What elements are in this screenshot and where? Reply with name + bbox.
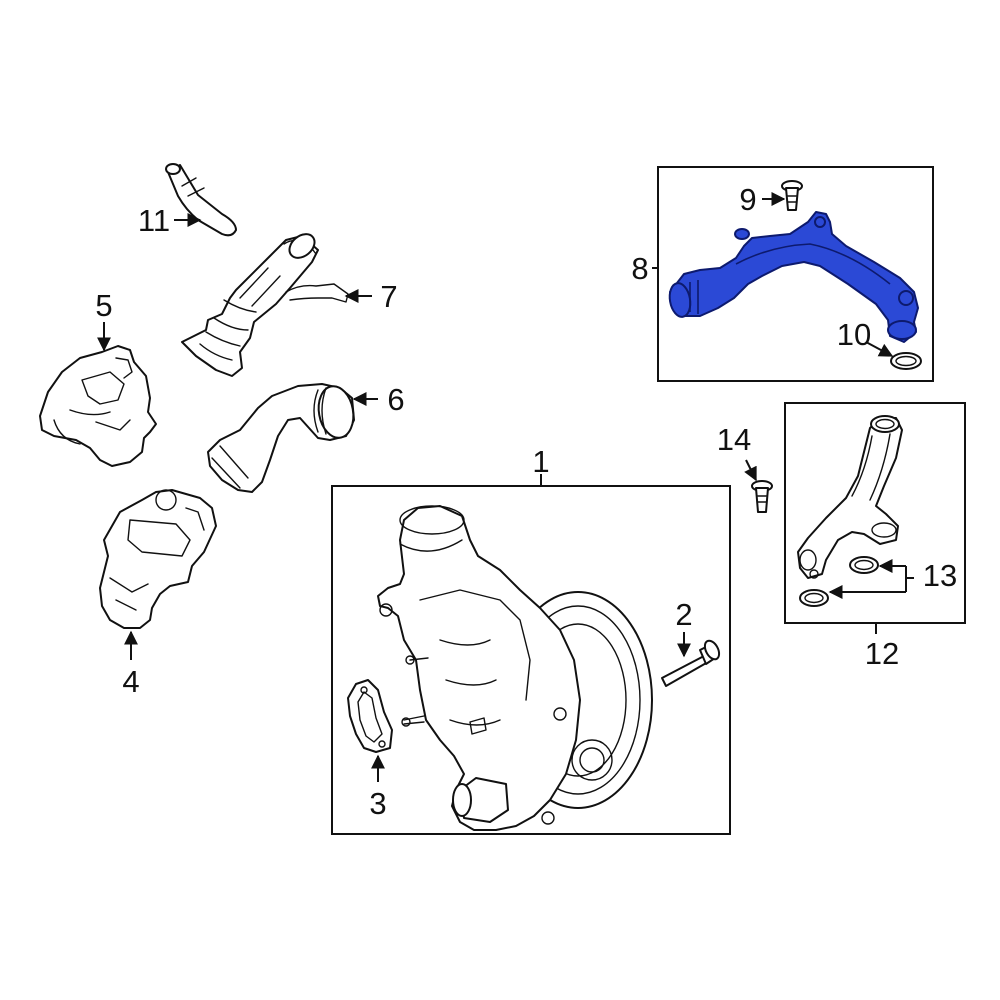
frame-part-1	[331, 485, 731, 835]
callout-5: 5	[95, 288, 112, 323]
callout-6: 6	[387, 382, 404, 417]
part-6-elbow-hose[interactable]	[207, 383, 357, 493]
callout-13: 13	[923, 558, 957, 593]
leader-lines	[97, 192, 914, 782]
callout-2: 2	[675, 597, 692, 632]
callout-4: 4	[122, 664, 139, 699]
part-9-bolt[interactable]	[781, 180, 803, 211]
part-12-pipe[interactable]	[797, 415, 903, 579]
callout-9: 9	[739, 182, 756, 217]
callout-12: 12	[865, 636, 899, 671]
callout-14: 14	[717, 422, 751, 457]
part-13-o-rings[interactable]	[799, 556, 879, 607]
callout-8: 8	[631, 251, 648, 286]
part-3-gasket[interactable]	[347, 679, 393, 753]
callout-3: 3	[369, 786, 386, 821]
callout-7: 7	[380, 279, 397, 314]
part-4-thermostat-valve[interactable]	[99, 489, 217, 629]
part-2-bolt[interactable]	[661, 638, 722, 687]
part-11-hose[interactable]	[165, 163, 237, 237]
part-5-housing[interactable]	[39, 345, 157, 467]
callout-1: 1	[532, 444, 549, 479]
part-10-o-ring[interactable]	[890, 352, 922, 370]
part-14-bolt[interactable]	[751, 480, 773, 513]
part-1-water-pump[interactable]	[377, 505, 653, 831]
callout-10: 10	[837, 317, 871, 352]
part-7-outlet-hose[interactable]	[181, 229, 349, 377]
callout-11: 11	[138, 203, 170, 238]
part-8-coolant-pipe[interactable]	[667, 211, 919, 343]
frame-part-8	[657, 166, 934, 382]
